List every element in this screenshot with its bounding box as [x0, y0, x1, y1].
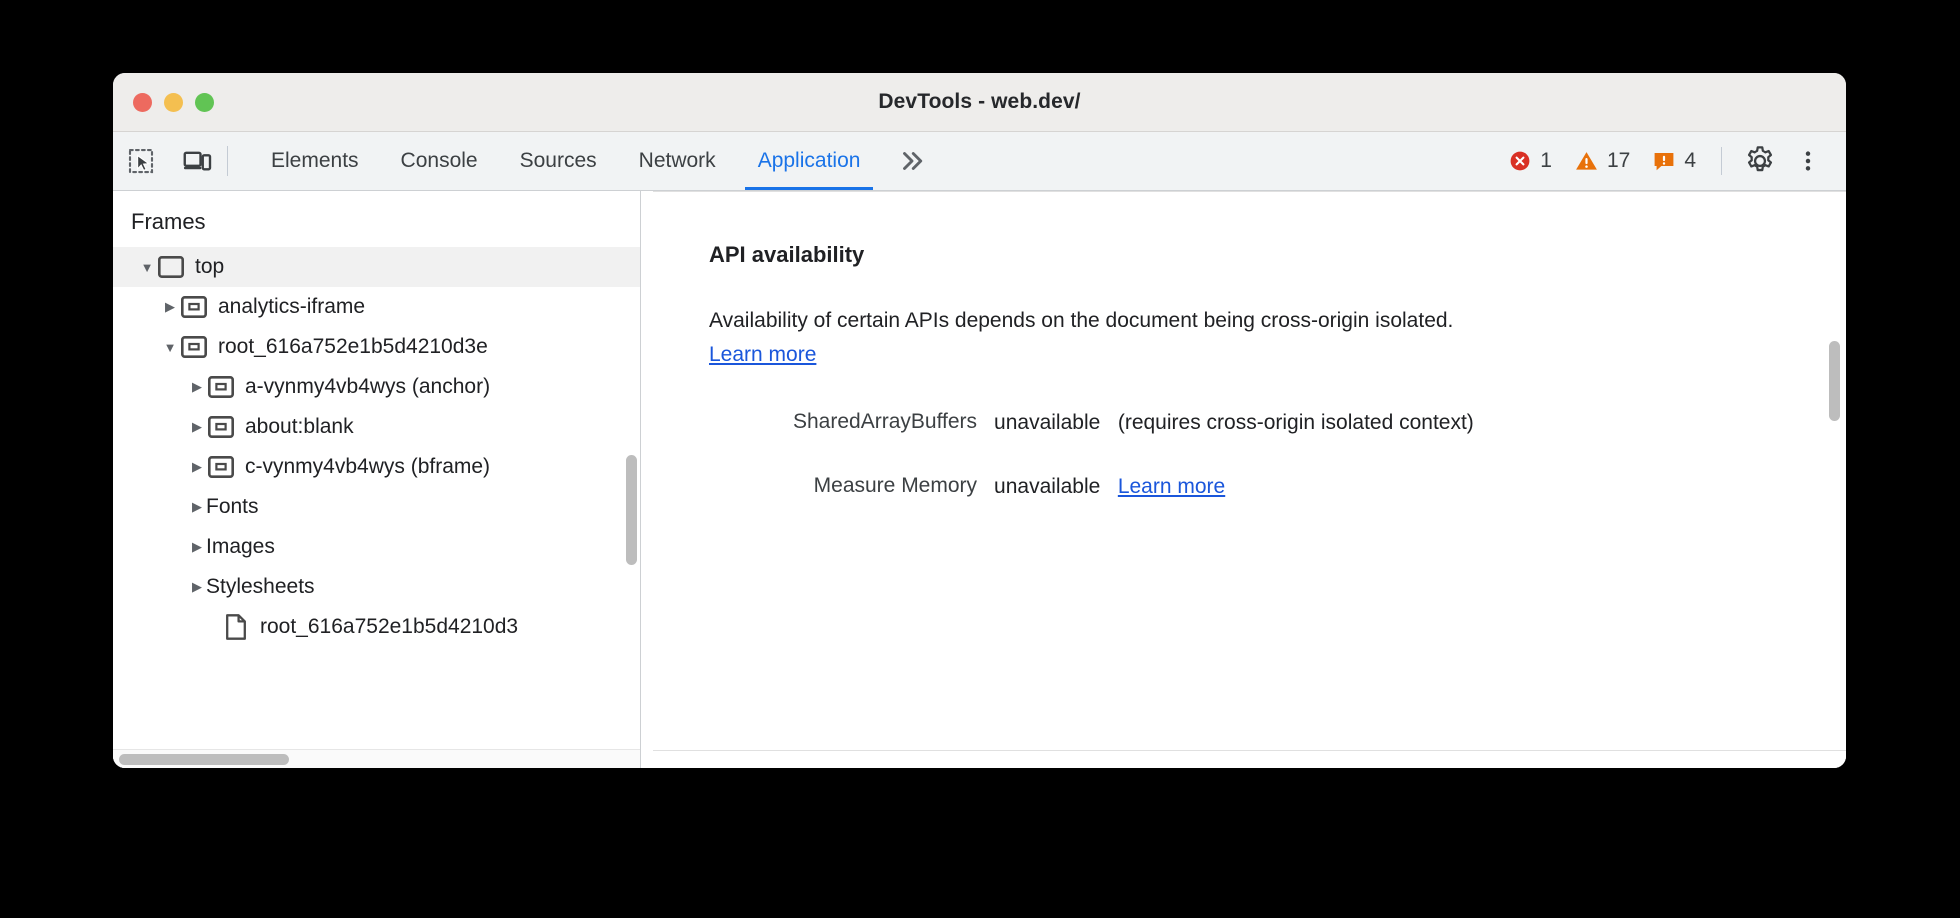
tree-item-bframe[interactable]: ▶ c-vynmy4vb4wys (bframe): [113, 447, 640, 487]
twisty-expanded-icon[interactable]: ▼: [163, 339, 177, 355]
frame-icon: [156, 256, 186, 278]
window-titlebar: DevTools - web.dev/: [113, 73, 1846, 132]
tree-item-label: a-vynmy4vb4wys (anchor): [245, 375, 491, 398]
error-icon: [1508, 149, 1532, 173]
frames-tree: ▼ top ▶ an: [113, 247, 640, 647]
row-key: Measure Memory: [813, 474, 978, 498]
learn-more-link[interactable]: Learn more: [709, 343, 817, 367]
tree-item-label: Fonts: [206, 495, 259, 518]
row-note: (requires cross-origin isolated context): [1117, 411, 1474, 435]
tree-item-label: root_616a752e1b5d4210d3: [260, 615, 519, 638]
iframe-icon: [206, 376, 236, 398]
row-value: unavailable (requires cross-origin isola…: [993, 405, 1475, 441]
close-button[interactable]: [133, 92, 152, 112]
row-status: unavailable: [994, 475, 1101, 499]
tree-item-label: about:blank: [245, 415, 354, 438]
content-bottom-divider: [653, 750, 1846, 751]
table-row: SharedArrayBuffers unavailable (requires…: [709, 405, 1475, 441]
twisty-collapsed-icon[interactable]: ▶: [165, 299, 175, 314]
table-row: Measure Memory unavailable Learn more: [709, 469, 1475, 505]
kebab-menu-icon[interactable]: [1784, 137, 1832, 185]
tree-item-about-blank[interactable]: ▶ about:blank: [113, 407, 640, 447]
warning-count: 17: [1606, 149, 1631, 172]
twisty-collapsed-icon[interactable]: ▶: [192, 499, 202, 514]
twisty-expanded-icon[interactable]: ▼: [140, 259, 154, 275]
tree-item-label: top: [195, 255, 225, 278]
devtools-toolbar: Elements Console Sources Network Applica…: [113, 132, 1846, 191]
issue-icon: [1652, 149, 1676, 173]
measure-memory-learn-more-link[interactable]: Learn more: [1117, 475, 1226, 499]
iframe-icon: [206, 416, 236, 438]
tree-item-root-document[interactable]: ▶ root_616a752e1b5d4210d3: [113, 607, 640, 647]
tree-item-label: analytics-iframe: [218, 295, 366, 318]
toolbar-divider: [227, 146, 228, 176]
iframe-icon: [179, 336, 209, 358]
inspect-element-icon[interactable]: [113, 132, 169, 190]
document-icon: [221, 614, 251, 640]
row-status: unavailable: [994, 411, 1101, 435]
application-content-panel: API availability Availability of certain…: [641, 191, 1846, 768]
sidebar-title: Frames: [131, 209, 206, 234]
gear-icon[interactable]: [1736, 137, 1784, 185]
iframe-icon: [206, 456, 236, 478]
tab-sources[interactable]: Sources: [519, 149, 597, 172]
tree-item-label: c-vynmy4vb4wys (bframe): [245, 455, 491, 478]
warning-counter[interactable]: 17: [1563, 149, 1641, 173]
error-counter[interactable]: 1: [1497, 149, 1563, 173]
twisty-collapsed-icon[interactable]: ▶: [192, 579, 202, 594]
tab-application[interactable]: Application: [737, 132, 882, 190]
chevrons-right-icon[interactable]: [881, 132, 943, 190]
tab-network[interactable]: Network: [638, 149, 716, 172]
panel-tabs: Elements Console Sources Network Applica…: [250, 132, 943, 190]
tree-item-analytics-iframe[interactable]: ▶ analytics-iframe: [113, 287, 640, 327]
sidebar-vertical-scrollbar[interactable]: [626, 455, 637, 565]
content-vertical-scrollbar[interactable]: [1829, 341, 1840, 421]
api-availability-description: Availability of certain APIs depends on …: [709, 304, 1499, 372]
table-row-spacer: [709, 441, 1475, 469]
tree-item-top[interactable]: ▼ top: [113, 247, 640, 287]
issues-counter[interactable]: 4: [1641, 149, 1707, 173]
tab-elements[interactable]: Elements: [271, 149, 359, 172]
description-text: Availability of certain APIs depends on …: [709, 309, 1454, 332]
tree-item-label: Stylesheets: [206, 575, 315, 598]
minimize-button[interactable]: [164, 92, 183, 112]
tree-item-root-frame[interactable]: ▼ root_616a752e1b5d4210d3e: [113, 327, 640, 367]
content-top-divider: [653, 191, 1846, 192]
row-value: unavailable Learn more: [993, 469, 1475, 505]
sidebar-horizontal-scrollbar-track[interactable]: [113, 749, 640, 768]
row-key: SharedArrayBuffers: [793, 410, 978, 434]
devtools-window: DevTools - web.dev/ Elements Console Sou…: [113, 73, 1846, 768]
tree-item-label: root_616a752e1b5d4210d3e: [218, 335, 488, 358]
tree-item-images[interactable]: ▶ Images: [113, 527, 640, 567]
issue-count: 4: [1684, 149, 1696, 172]
window-title: DevTools - web.dev/: [878, 90, 1081, 113]
tree-item-label: Images: [206, 535, 275, 558]
tree-item-stylesheets[interactable]: ▶ Stylesheets: [113, 567, 640, 607]
maximize-button[interactable]: [195, 92, 214, 112]
page-title: API availability: [709, 242, 865, 267]
toolbar-divider-right: [1721, 147, 1722, 175]
twisty-collapsed-icon[interactable]: ▶: [192, 539, 202, 554]
twisty-collapsed-icon[interactable]: ▶: [192, 459, 202, 474]
devtools-body: Frames ▼ top ▶: [113, 191, 1846, 768]
api-availability-table: SharedArrayBuffers unavailable (requires…: [709, 405, 1475, 505]
tab-console[interactable]: Console: [400, 149, 478, 172]
traffic-lights: [113, 92, 214, 112]
tree-item-fonts[interactable]: ▶ Fonts: [113, 487, 640, 527]
device-toolbar-icon[interactable]: [169, 132, 225, 190]
sidebar-horizontal-scrollbar-thumb[interactable]: [119, 754, 289, 765]
toolbar-right-group: 1 17: [1497, 132, 1846, 190]
iframe-icon: [179, 296, 209, 318]
error-count: 1: [1540, 149, 1552, 172]
tree-item-anchor-frame[interactable]: ▶ a-vynmy4vb4wys (anchor): [113, 367, 640, 407]
twisty-collapsed-icon[interactable]: ▶: [192, 379, 202, 394]
warning-icon: [1574, 149, 1599, 173]
frames-sidebar: Frames ▼ top ▶: [113, 191, 641, 768]
twisty-collapsed-icon[interactable]: ▶: [192, 419, 202, 434]
